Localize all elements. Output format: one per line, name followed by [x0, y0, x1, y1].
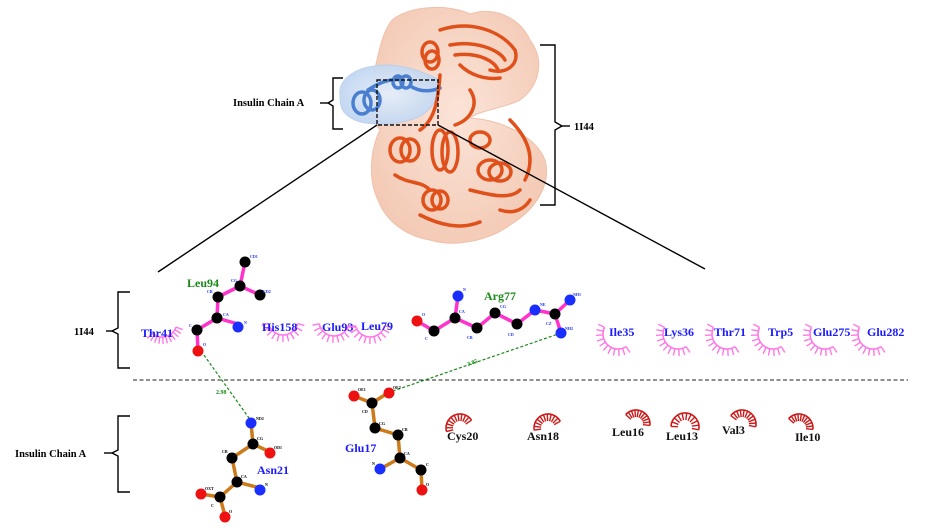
svg-text:C: C — [425, 336, 428, 341]
zoom-line-right — [437, 124, 706, 270]
residue-label-ile10: Ile10 — [795, 430, 820, 444]
ligand-residue-asn18: Asn18 — [527, 413, 561, 443]
residue-label-glu93: Glu93 — [322, 320, 353, 334]
label-receptor: 1I44 — [74, 327, 95, 338]
label-ligand: Insulin Chain A — [15, 449, 87, 460]
receptor-residue-his158: His158 — [261, 320, 305, 343]
residue-label-cys20: Cys20 — [447, 429, 478, 443]
bracket-chain-a-top — [320, 77, 343, 130]
svg-text:NH1: NH1 — [573, 292, 581, 297]
svg-text:O: O — [426, 482, 429, 487]
svg-text:CA: CA — [241, 474, 247, 479]
svg-text:O: O — [422, 312, 425, 317]
zoom-line-left — [157, 124, 378, 273]
receptor-residue-leu79: Leu79 — [348, 319, 393, 345]
hbond-arg77-glu17: 3.05 — [389, 332, 562, 393]
hbond-distance-1: 2.98 — [216, 390, 227, 396]
svg-text:CA: CA — [223, 312, 229, 317]
svg-text:CA: CA — [459, 309, 465, 314]
residue-label-leu94: Leu94 — [187, 276, 219, 290]
residue-label-lys36: Lys36 — [664, 325, 694, 339]
svg-text:CB: CB — [402, 427, 408, 432]
svg-text:CB: CB — [207, 289, 213, 294]
svg-text:CD: CD — [362, 409, 368, 414]
residue-label-trp5: Trp5 — [768, 325, 793, 339]
svg-text:OE2: OE2 — [393, 385, 401, 390]
receptor-residue-thr41: Thr41 — [141, 326, 183, 345]
zoom-region-box — [376, 79, 439, 126]
residue-label-asn18: Asn18 — [527, 429, 559, 443]
svg-text:CG: CG — [257, 436, 263, 441]
receptor-hydrophobic-contacts: Thr41 His158 Glu93 Leu79 Ile35 Lys36 Thr71 Trp5… — [141, 319, 904, 357]
ligand-residue-leu13: Leu13 — [666, 412, 700, 443]
svg-text:NE: NE — [540, 302, 546, 307]
hbond-leu94-asn21: 2.98 — [200, 350, 250, 419]
receptor-residue-ile35: Ile35 — [595, 323, 634, 357]
svg-text:O: O — [203, 342, 206, 347]
hbond-distance-2: 3.05 — [467, 359, 479, 368]
receptor-residue-glu93: Glu93 — [312, 320, 356, 344]
residue-label-his158: His158 — [262, 320, 297, 334]
residue-asn21: ND2 CG OD1 CB CA N C OXT O Asn21 — [195, 416, 289, 523]
bracket-ligand — [104, 415, 130, 493]
receptor-residue-glu275: Glu275 — [802, 323, 850, 357]
residue-label-ile35: Ile35 — [609, 325, 634, 339]
svg-text:CB: CB — [222, 449, 228, 454]
ligand-residue-cys20: Cys20 — [445, 413, 478, 443]
svg-text:NH2: NH2 — [565, 326, 573, 331]
svg-text:CZ: CZ — [546, 321, 552, 326]
svg-text:N: N — [244, 320, 247, 325]
svg-text:CG: CG — [500, 304, 506, 309]
receptor-residue-glu282: Glu282 — [850, 323, 904, 357]
svg-text:CB: CB — [467, 335, 473, 340]
svg-text:O: O — [229, 509, 232, 514]
ligand-residue-leu16: Leu16 — [612, 409, 651, 439]
ligand-residue-val3: Val3 — [722, 409, 757, 437]
residue-label-thr71: Thr71 — [714, 325, 746, 339]
svg-text:CD2: CD2 — [263, 289, 271, 294]
residue-label-glu282: Glu282 — [867, 325, 904, 339]
svg-text:CD: CD — [508, 332, 514, 337]
residue-label-val3: Val3 — [722, 423, 745, 437]
receptor-residue-lys36: Lys36 — [655, 323, 694, 357]
receptor-residue-trp5: Trp5 — [750, 323, 793, 357]
svg-text:N: N — [265, 482, 268, 487]
svg-text:CG: CG — [231, 278, 237, 283]
svg-text:CG: CG — [379, 421, 385, 426]
svg-text:OE1: OE1 — [358, 387, 366, 392]
svg-text:OXT: OXT — [205, 486, 214, 491]
label-chain-a-structure: Insulin Chain A — [233, 98, 305, 109]
label-protein-structure: 1I44 — [574, 122, 595, 133]
protein-ribbon — [388, 24, 532, 228]
residue-label-arg77: Arg77 — [484, 289, 516, 303]
svg-text:C: C — [426, 462, 429, 467]
residue-label-leu16: Leu16 — [612, 425, 644, 439]
bracket-receptor — [106, 291, 130, 369]
protein-structure-render — [157, 6, 706, 273]
svg-text:C: C — [211, 503, 214, 508]
residue-label-leu13: Leu13 — [666, 429, 698, 443]
svg-text:CA: CA — [404, 451, 410, 456]
svg-text:CD1: CD1 — [250, 254, 258, 259]
svg-text:ND2: ND2 — [256, 416, 264, 421]
receptor-residue-thr71: Thr71 — [704, 323, 746, 357]
residue-glu17: OE1 OE2 CD CG CB CA N C O Glu17 — [345, 385, 429, 496]
bracket-protein-top — [540, 44, 570, 206]
ligand-residue-ile10: Ile10 — [788, 413, 820, 444]
svg-text:N: N — [463, 287, 466, 292]
residue-label-glu275: Glu275 — [813, 325, 850, 339]
residue-leu94: CD1 CG CD2 CB CA N C O Leu94 — [187, 254, 271, 357]
residue-label-leu79: Leu79 — [361, 319, 393, 333]
svg-text:OD1: OD1 — [274, 445, 282, 450]
residue-label-glu17: Glu17 — [345, 441, 376, 455]
residue-label-asn21: Asn21 — [257, 463, 289, 477]
svg-text:N: N — [372, 461, 375, 466]
residue-label-thr41: Thr41 — [141, 326, 173, 340]
residue-arg77: O C CA N CB CG CD NE CZ NH1 NH2 Arg77 — [411, 287, 581, 341]
svg-text:C: C — [189, 323, 192, 328]
